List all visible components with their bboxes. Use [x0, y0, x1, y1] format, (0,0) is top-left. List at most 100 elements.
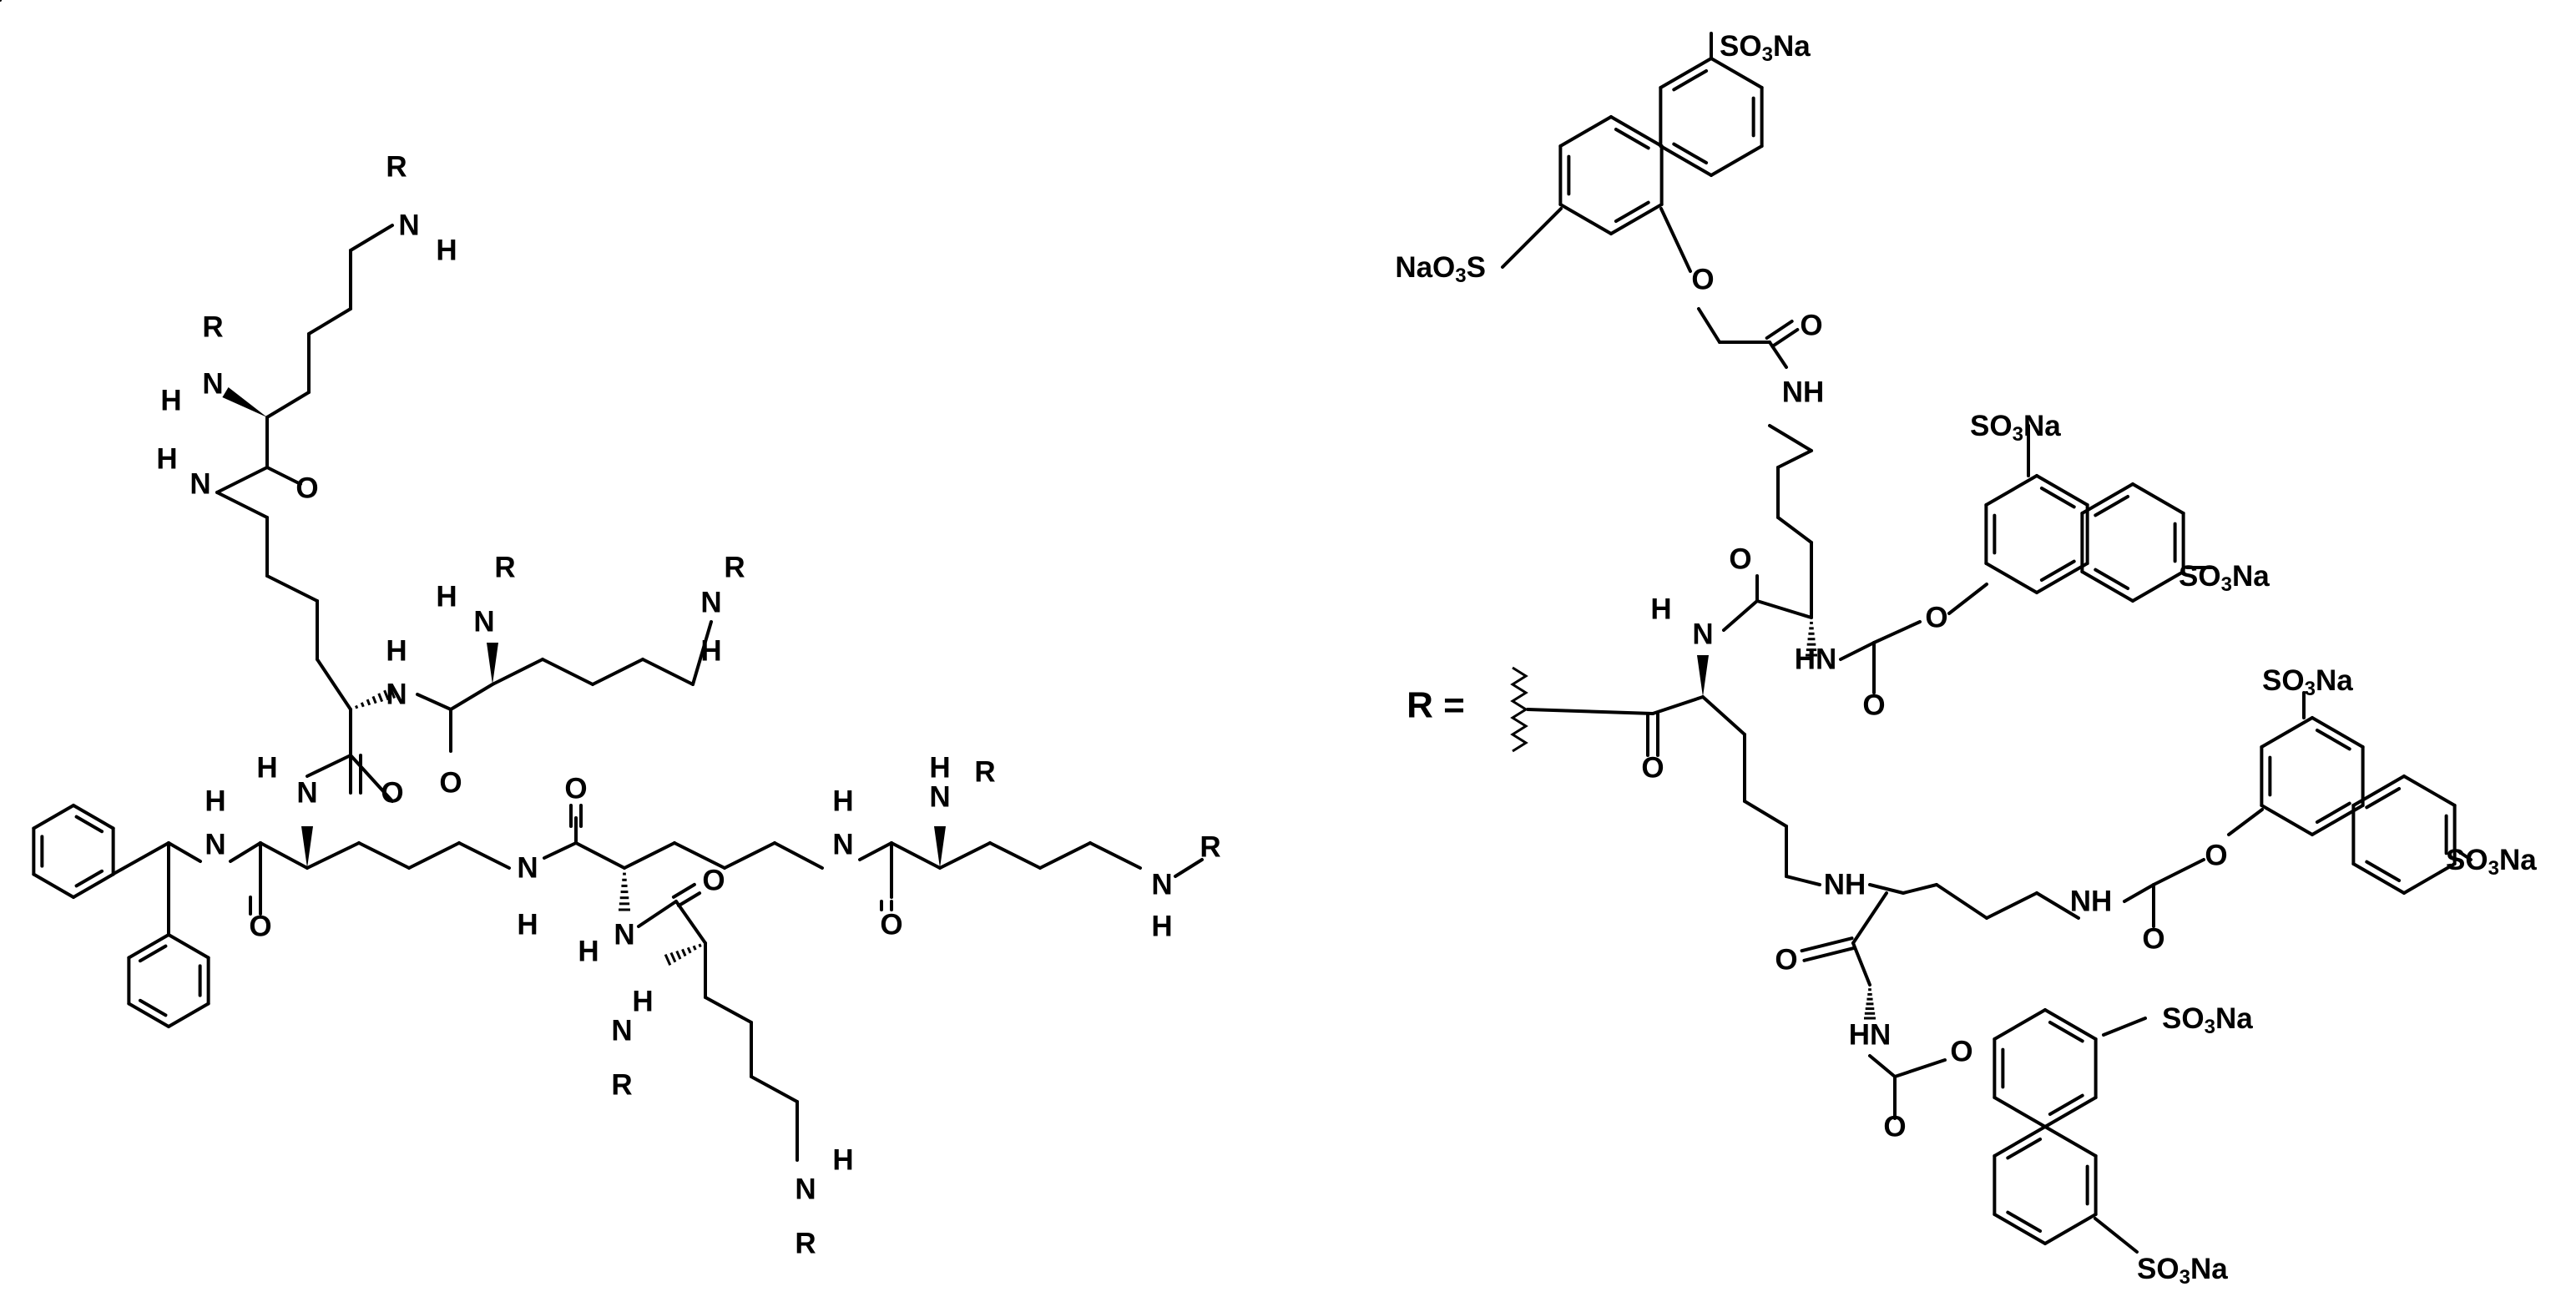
ring-inner-bond — [1614, 200, 1650, 224]
ring-inner-bond — [2006, 1137, 2043, 1160]
nh-hydrogen: H — [156, 443, 177, 476]
hash-bond-segment — [366, 699, 371, 706]
bond-line — [112, 841, 170, 876]
bond-line — [349, 224, 394, 252]
hash-bond-segment — [371, 695, 377, 704]
wedge-bond — [222, 386, 267, 417]
ether-oxygen: O — [1950, 1036, 1972, 1068]
alpha-nitrogen: N — [386, 679, 407, 711]
sulfonate-group: SO3Na — [2262, 664, 2353, 700]
nh-hydrogen: H — [832, 1144, 853, 1177]
bond-line — [349, 754, 394, 803]
amide-hydrogen: H — [832, 785, 853, 818]
bond-line — [543, 841, 578, 860]
bond-line — [988, 841, 1042, 870]
bond-line — [1697, 307, 1721, 344]
ring-inner-bond — [74, 815, 104, 834]
bond-line — [316, 658, 352, 711]
bond-line — [229, 841, 262, 863]
wedge-bond — [934, 826, 946, 868]
r-substituent: R — [1200, 831, 1220, 864]
bond-line — [723, 841, 776, 870]
side-chain-nitrogen: N — [1151, 869, 1172, 901]
r-substituent: R — [795, 1228, 816, 1260]
alpha-nitrogen: N — [614, 919, 634, 951]
carbonyl-oxygen: O — [1641, 752, 1664, 785]
hash-bond-segment — [681, 948, 687, 957]
ring-bond — [2351, 775, 2406, 807]
bond-line — [858, 841, 893, 861]
bond-line — [1526, 708, 1654, 715]
bond-line — [2102, 1017, 2147, 1037]
bond-line — [1755, 599, 1813, 619]
alpha-nitrogen: N — [202, 368, 223, 401]
alpha-nitrogen: N — [296, 777, 317, 810]
wedge-bond — [301, 826, 313, 868]
ring-inner-bond — [2006, 1210, 2043, 1234]
bond-line — [938, 841, 992, 870]
r-substituent: R — [494, 552, 515, 584]
bond-line — [704, 996, 753, 1024]
ring-bond — [2080, 570, 2134, 603]
bond-line — [1868, 1054, 1897, 1078]
sulfonate-group: SO3Na — [2179, 560, 2270, 596]
carbonyl-oxygen: O — [1775, 944, 1797, 976]
ring-bond — [2351, 862, 2406, 895]
ring-bond — [2402, 862, 2457, 895]
double-bond-line — [671, 882, 696, 899]
ring-inner-bond — [2094, 494, 2130, 517]
bond-line — [641, 658, 695, 686]
ring-inner-bond — [74, 869, 104, 888]
bond-line — [623, 841, 676, 870]
bond-line — [1776, 516, 1813, 544]
carbonyl-oxygen: O — [1729, 543, 1751, 576]
ring-bond — [2035, 474, 2089, 507]
ring-bond — [1993, 1125, 2047, 1158]
bond-line — [306, 754, 352, 778]
bond-line — [750, 1075, 799, 1103]
amide-hn: HN — [1795, 643, 1837, 676]
carbonyl-bond — [1770, 327, 1800, 348]
bond-line — [457, 841, 511, 870]
bond-line — [541, 658, 594, 686]
bond-line — [1743, 800, 1788, 828]
bond-line — [2094, 1217, 2139, 1254]
alpha-nitrogen: N — [473, 606, 494, 638]
bond-line — [1935, 883, 1988, 920]
bond-line — [215, 466, 269, 494]
bond-line — [1701, 695, 1746, 736]
ring-bond — [167, 933, 210, 960]
hash-bond-segment — [675, 950, 682, 960]
r-equals-label: R = — [1407, 685, 1465, 726]
bond-line — [1651, 695, 1705, 715]
amide-nh: NH — [1824, 869, 1866, 901]
bond-line — [1501, 207, 1563, 269]
alpha-nitrogen: N — [1692, 618, 1713, 651]
bond-line — [307, 307, 352, 336]
ring-bond — [2131, 482, 2185, 515]
ring-bond — [1659, 144, 1713, 177]
bond-line — [2123, 883, 2155, 903]
sulfonate-group: SO3Na — [2137, 1253, 2228, 1289]
carbonyl-bond — [1800, 936, 1854, 953]
bond-line — [574, 841, 626, 870]
carbonyl-oxygen: O — [880, 909, 902, 941]
bond-line — [890, 841, 942, 870]
carbonyl-oxygen: O — [1862, 689, 1885, 722]
sulfonate-group: SO3Na — [2446, 844, 2537, 880]
ring-inner-bond — [2315, 728, 2351, 751]
bond-line — [2227, 808, 2264, 836]
hash-bond-segment — [698, 943, 702, 948]
side-chain-nitrogen: N — [700, 587, 721, 619]
bond-line — [591, 658, 644, 686]
carbonyl-oxygen: O — [1800, 310, 1822, 342]
nh-hydrogen: H — [256, 752, 277, 785]
ring-bond — [2043, 1125, 2098, 1158]
ring-bond — [1659, 57, 1713, 89]
bond-line — [673, 841, 726, 870]
ring-inner-bond — [2039, 486, 2076, 509]
ring-inner-bond — [1672, 68, 1709, 92]
bond-line — [1768, 424, 1813, 452]
